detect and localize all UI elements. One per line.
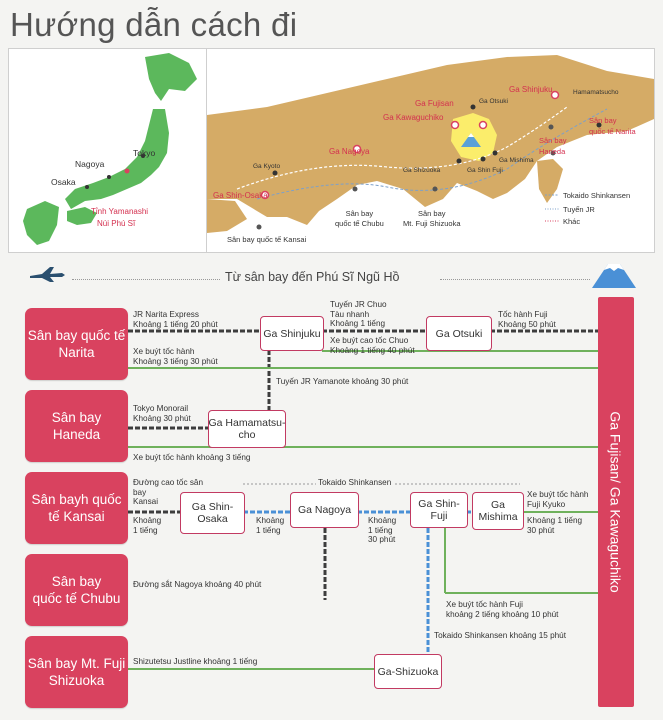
station-otsuki: Ga Otsuki — [426, 316, 492, 351]
station-shinjuku: Ga Shinjuku — [260, 316, 324, 351]
map-label-kyoto: Ga Kyoto — [253, 163, 281, 170]
source-narita: Sân bay quốc tế Narita — [25, 308, 128, 380]
page-title: Hướng dẫn cách đi — [10, 6, 298, 43]
legend-other: Khác — [563, 217, 581, 226]
map-label-shin-fuji: Ga Shin Fuji — [467, 167, 503, 174]
map-label-nagoya: Ga Nagoya — [329, 147, 370, 156]
route-chuo-bus: Xe buýt cao tốc Chuo Khoảng 1 tiếng 40 p… — [330, 336, 415, 355]
map-label-mishima: Ga Mishima — [499, 157, 534, 164]
map-label-kansai: Sân bay quốc tế Kansai — [227, 235, 307, 244]
region-map-graphic — [207, 49, 654, 252]
japan-overview-map: Tokyo Nagoya Osaka Tỉnh Yamanashi Núi Ph… — [8, 48, 208, 253]
legend-jr: Tuyến JR — [563, 205, 595, 214]
station-hamamatsucho: Ga Hamamatsu- cho — [208, 410, 286, 448]
route-kansai-1h: Khoảng 1 tiếng — [133, 516, 162, 535]
station-nagoya: Ga Nagoya — [290, 492, 359, 528]
japan-city-nagoya: Nagoya — [75, 159, 105, 169]
map-label-mt-fuji-shizuoka: Sân bay Mt. Fuji Shizuoka — [403, 209, 461, 228]
station-shin-fuji: Ga Shin- Fuji — [410, 492, 468, 528]
source-mt-fuji-shizuoka: Sân bay Mt. Fuji Shizuoka — [25, 636, 128, 708]
source-chubu: Sân bay quốc tế Chubu — [25, 554, 128, 626]
route-kansai-road: Đường cao tốc sân bay Kansai — [133, 478, 204, 506]
map-label-fujisan: Ga Fujisan — [415, 99, 454, 108]
route-shinosaka-1h: Khoảng 1 tiếng — [256, 516, 285, 535]
route-tokaido-15: Tokaido Shinkansen khoảng 15 phút — [434, 631, 567, 640]
source-kansai: Sân bayh quốc tế Kansai — [25, 472, 128, 544]
map-label-otsuki: Ga Otsuki — [479, 98, 508, 105]
route-justline: Shizutetsu Justline khoảng 1 tiếng — [133, 657, 258, 666]
mt-fuji-label: Núi Phú Sĩ — [97, 219, 136, 228]
map-label-narita: Sân bay quốc tế Narita — [589, 116, 636, 136]
destination-label: Ga Fujisan/ Ga Kawaguchiko — [608, 411, 625, 593]
route-fuji-kyuko-bus: Xe buýt tốc hành Fuji Kyuko — [527, 490, 589, 509]
route-nagoya-130: Khoảng 1 tiếng 30 phút — [368, 516, 397, 544]
station-shizuoka: Ga-Shizuoka — [374, 654, 442, 689]
japan-city-tokyo: Tokyo — [133, 148, 156, 158]
map-label-shizuoka: Ga Shizuoka — [403, 167, 441, 174]
map-label-shin-osaka: Ga Shin-Osaka — [213, 191, 268, 200]
route-yamanote: Tuyến JR Yamanote khoảng 30 phút — [276, 377, 409, 386]
source-haneda: Sân bay Haneda — [25, 390, 128, 462]
route-haneda-bus: Xe buýt tốc hành khoảng 3 tiếng — [133, 453, 251, 462]
region-map: Ga Shinjuku Ga Otsuki Ga Fujisan Ga Kawa… — [206, 48, 655, 253]
route-chuo-line: Tuyến JR Chuo Tàu nhanh Khoảng 1 tiếng — [330, 300, 387, 328]
map-label-haneda: Sân bay Haneda — [539, 136, 567, 156]
header-rule-right — [440, 279, 590, 280]
map-label-hamamatsucho: Hamamatsucho — [573, 89, 619, 96]
station-shin-osaka: Ga Shin- Osaka — [180, 492, 245, 534]
route-mishima-130: Khoảng 1 tiếng 30 phút — [527, 516, 583, 535]
japan-silhouette — [23, 53, 197, 245]
route-monorail: Tokyo Monorail Khoảng 30 phút — [133, 404, 191, 423]
route-narita-express: JR Narita Express Khoảng 1 tiếng 20 phút — [133, 310, 218, 329]
map-label-shinjuku: Ga Shinjuku — [509, 85, 553, 94]
legend-tokaido: Tokaido Shinkansen — [563, 191, 631, 200]
plane-icon — [28, 266, 66, 287]
header-rule-left — [72, 279, 220, 280]
route-nagoya-rail: Đường sắt Nagoya khoảng 40 phút — [133, 580, 262, 589]
route-shinfuji-bus: Xe buýt tốc hành Fuji khoảng 2 tiếng kho… — [446, 600, 559, 619]
section-header: Từ sân bay đến Phú Sĩ Ngũ Hồ — [225, 270, 400, 284]
destination-fujisan-kawaguchiko: Ga Fujisan/ Ga Kawaguchiko — [598, 297, 634, 707]
mt-fuji-icon — [592, 258, 636, 293]
route-tokaido-label: Tokaido Shinkansen — [316, 478, 394, 488]
map-label-chubu: Sân bay quốc tế Chubu — [335, 209, 384, 228]
station-mishima: Ga Mishima — [472, 492, 524, 530]
japan-city-osaka: Osaka — [51, 177, 76, 187]
yamanashi-label: Tỉnh Yamanashi — [91, 207, 149, 216]
map-label-kawaguchiko: Ga Kawaguchiko — [383, 113, 444, 122]
route-fuji-express: Tốc hành Fuji Khoảng 50 phút — [498, 310, 556, 329]
route-narita-bus: Xe buýt tốc hành Khoảng 3 tiếng 30 phút — [133, 347, 218, 366]
